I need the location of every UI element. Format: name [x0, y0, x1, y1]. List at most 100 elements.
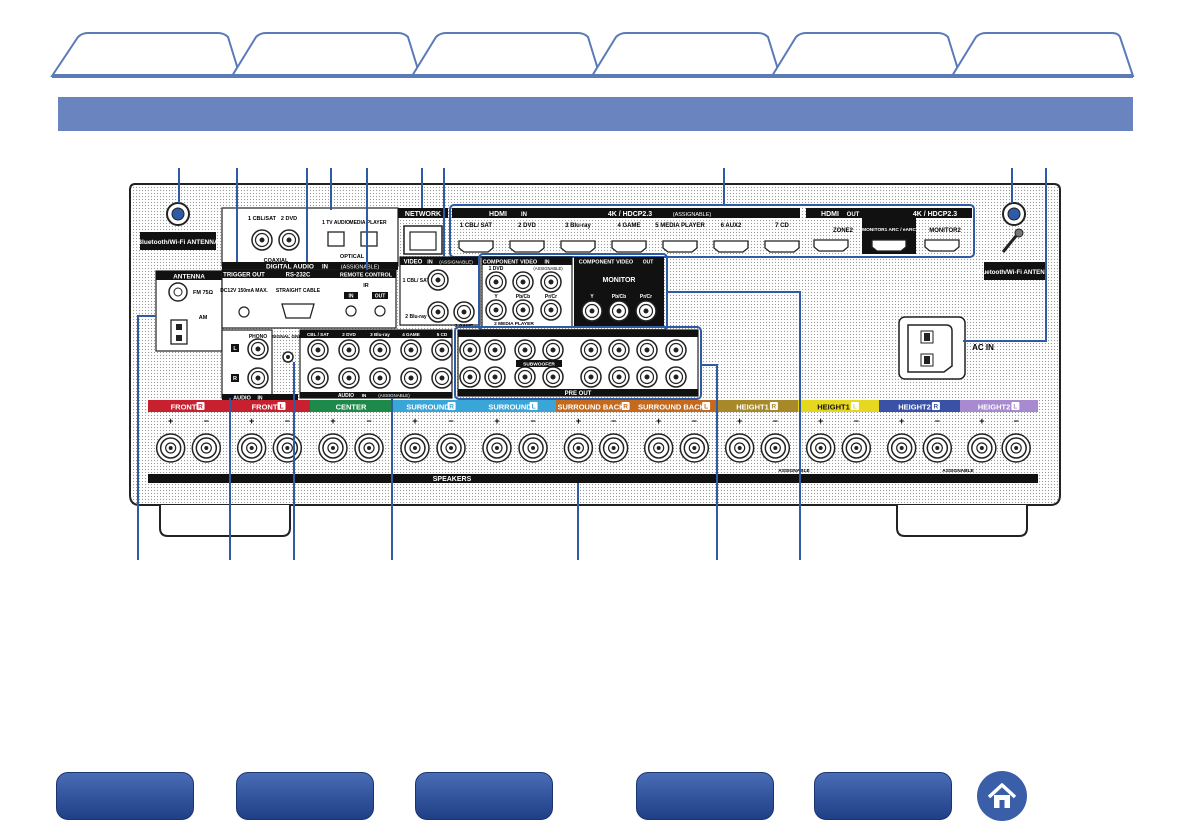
hdmi-in-section: HDMI IN 4K / HDCP2.3 (ASSIGNABLE) 1 CBL/…: [452, 208, 800, 253]
pre-out-jack-top-4: [542, 339, 564, 361]
speaker-terminal-minus-8: [760, 433, 791, 463]
speaker-terminal-minus-7: [679, 433, 710, 463]
nav-button-2[interactable]: [236, 772, 374, 820]
chapter-tab-4[interactable]: [590, 32, 782, 77]
hdmi-label: HDMI: [489, 211, 507, 218]
comp-media-label: 2 MEDIA PLAYER: [494, 321, 534, 327]
chapter-tab-1[interactable]: [50, 32, 242, 77]
video-in-section: VIDEO IN (ASSIGNABLE) 1 CBL/ SAT 2 Blu-r…: [399, 256, 481, 329]
phono-label: PHONO: [249, 334, 267, 340]
nav-button-3[interactable]: [415, 772, 553, 820]
audio-input-jack-l-1: [307, 339, 329, 361]
audio-in-phono-label: AUDIO: [233, 396, 251, 402]
speaker-side-7: L: [704, 404, 708, 411]
svg-text:R: R: [233, 376, 237, 382]
speaker-terminal-plus-4: [400, 433, 430, 463]
svg-text:+: +: [899, 416, 904, 426]
control-section: TRIGGER OUT RS-232C REMOTE CONTROL DC12V…: [220, 269, 397, 329]
nav-button-4[interactable]: [636, 772, 774, 820]
speaker-side-9: L: [853, 404, 857, 411]
component-in-badge: IN: [545, 260, 550, 266]
pre-out-jack-top-5: [580, 339, 602, 361]
digital-audio-label: DIGITAL AUDIO: [266, 264, 314, 271]
speakers-label: SPEAKERS: [433, 476, 472, 483]
speaker-side-11: L: [1013, 404, 1017, 411]
assignable-label-2: ASSIGNABLE: [942, 468, 974, 474]
speaker-label-bar-6: [556, 400, 636, 412]
hdmi-callout-box: [449, 204, 975, 258]
hdmi-input-port-1: [458, 240, 494, 253]
chapter-tab-2[interactable]: [230, 32, 422, 77]
audio-in-badge: IN: [362, 393, 367, 399]
mon-pb-label: Pb/Cb: [612, 294, 626, 300]
trigger-out-label: TRIGGER OUT: [223, 273, 265, 279]
chapter-tab-6[interactable]: [950, 32, 1135, 77]
nav-button-5[interactable]: [814, 772, 952, 820]
bt-antenna-right-label: Bluetooth/Wi-Fi ANTENNA: [976, 269, 1054, 276]
callout-lines-bottom: [137, 291, 801, 560]
speaker-label-9: HEIGHT1: [817, 403, 850, 412]
phono-section: PHONO L R SIGNAL GND AUDIO IN: [221, 329, 303, 402]
pre-out-jack-top-3: [514, 339, 536, 361]
pre-out-jack-bottom-2: [484, 366, 506, 388]
video-assignable-label: (ASSIGNABLE): [439, 260, 473, 266]
speaker-terminal-plus-6: [563, 433, 594, 463]
svg-text:−: −: [366, 416, 371, 426]
home-button[interactable]: [977, 771, 1027, 821]
nav-button-1[interactable]: [56, 772, 194, 820]
svg-text:−: −: [530, 416, 535, 426]
audio-input-jack-l-5: [431, 339, 453, 361]
mon-pr-label: Pr/Cr: [640, 294, 652, 300]
speaker-terminal-plus-2: [236, 433, 267, 463]
hdcp-out-label: 4K / HDCP2.3: [913, 211, 957, 218]
hdmi-assignable-label: (ASSIGNABLE): [673, 212, 712, 218]
svg-text:−: −: [448, 416, 453, 426]
speaker-terminal-plus-1: [155, 433, 186, 463]
pre-out-jack-bottom-4: [542, 366, 564, 388]
speaker-side-5: L: [532, 404, 536, 411]
audio-input-jack-l-3: [369, 339, 391, 361]
speaker-terminal-minus-9: [841, 433, 872, 463]
svg-text:L: L: [233, 346, 237, 352]
speaker-label-bar-1: [148, 400, 229, 412]
straight-cable-label: STRAIGHT CABLE: [276, 288, 321, 294]
comp-pr-label: Pr/Cr: [545, 294, 557, 300]
fm-label: FM 75Ω: [193, 290, 214, 296]
hdmi-input-port-4: [611, 240, 647, 253]
antenna-section: ANTENNA FM 75Ω AM: [155, 270, 223, 352]
hdmi-input-port-6: [713, 240, 749, 253]
speaker-terminal-plus-10: [886, 433, 917, 463]
pre-out-jack-top-2: [484, 339, 506, 361]
component-out-label: COMPONENT VIDEO: [579, 260, 634, 266]
pre-out-jack-bottom-1: [459, 366, 481, 388]
am-label: AM: [199, 315, 208, 321]
speaker-terminal-minus-10: [922, 433, 953, 463]
chapter-tab-3[interactable]: [410, 32, 602, 77]
comp-y-label: Y: [494, 294, 498, 300]
svg-text:−: −: [935, 416, 940, 426]
coax-1-label: 1 CBL/SAT: [248, 216, 277, 222]
svg-text:−: −: [285, 416, 290, 426]
hdmi-out-label: HDMI: [821, 211, 839, 218]
speaker-terminal-plus-9: [805, 433, 836, 463]
speaker-terminal-minus-1: [191, 433, 222, 463]
speaker-label-6: SURROUND BACK: [557, 403, 625, 412]
pre-out-jack-top-6: [608, 339, 630, 361]
svg-text:−: −: [854, 416, 859, 426]
svg-text:+: +: [168, 416, 173, 426]
comp-pb-label: Pb/Cb: [516, 294, 530, 300]
svg-text:+: +: [818, 416, 823, 426]
svg-text:−: −: [1014, 416, 1019, 426]
speaker-label-8: HEIGHT1: [736, 403, 769, 412]
video-1-label: 1 CBL/ SAT: [403, 278, 430, 284]
audio-input-label-1: CBL / SAT: [307, 332, 329, 337]
svg-text:+: +: [330, 416, 335, 426]
chapter-tab-5[interactable]: [770, 32, 962, 77]
audio-input-jack-r-5: [431, 367, 453, 389]
speaker-label-11: HEIGHT2: [978, 403, 1011, 412]
remote-control-label: REMOTE CONTROL: [340, 273, 393, 279]
svg-text:+: +: [412, 416, 417, 426]
speaker-label-10: HEIGHT2: [898, 403, 931, 412]
